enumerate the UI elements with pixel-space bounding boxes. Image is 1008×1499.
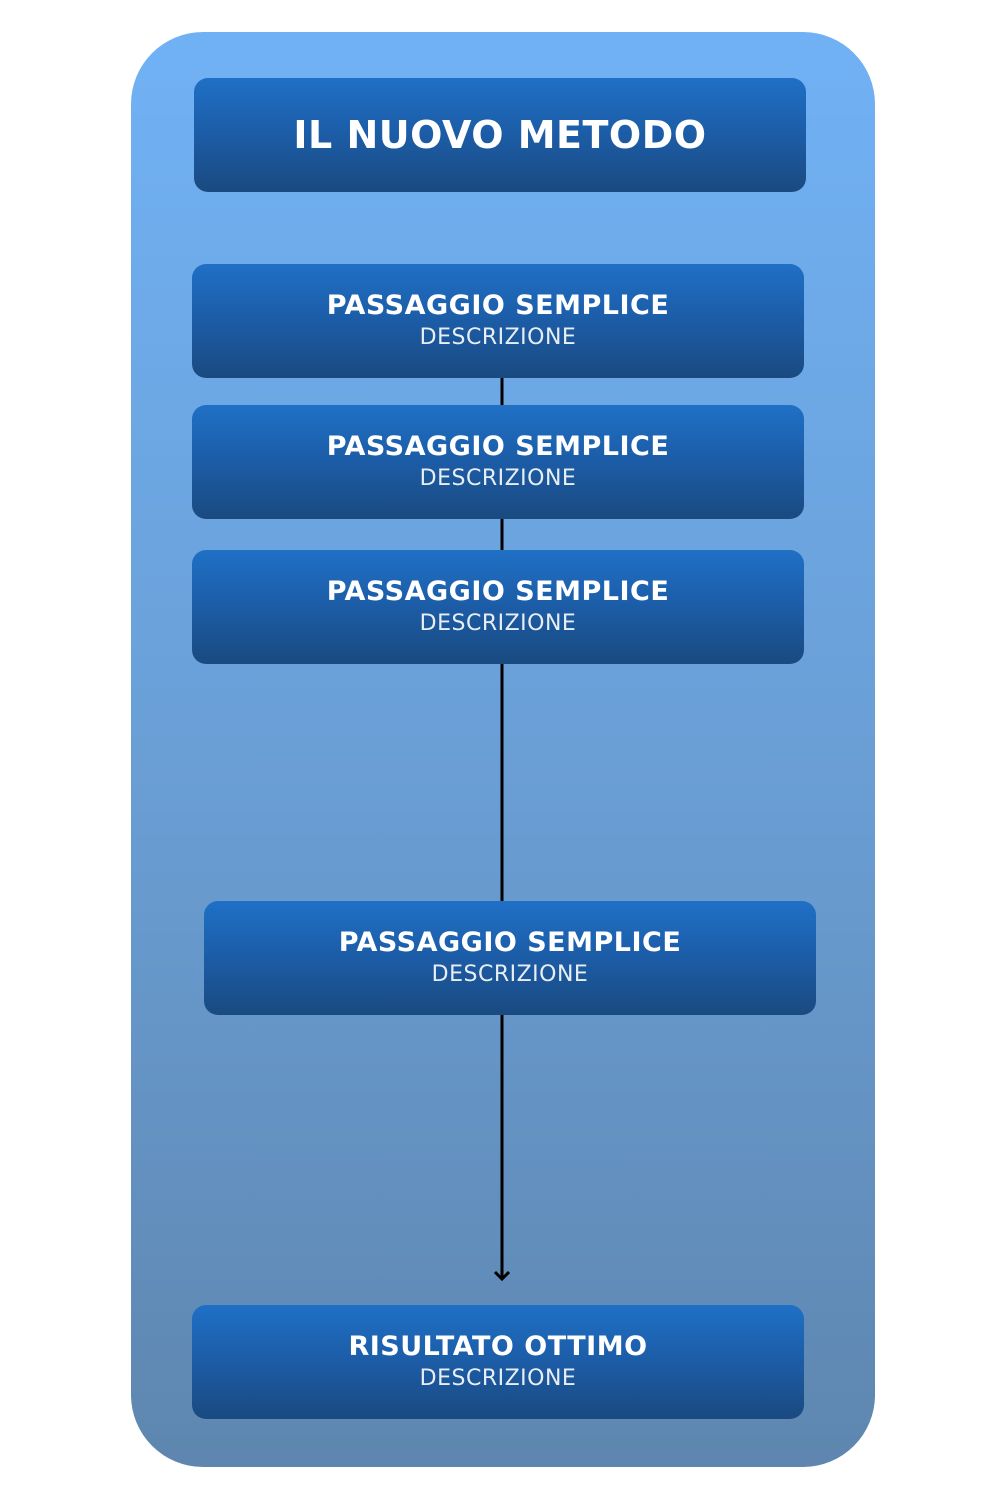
title-box: IL NUOVO METODO [194, 78, 806, 192]
step-description: DESCRIZIONE [419, 611, 577, 636]
diagram-title: IL NUOVO METODO [293, 113, 707, 157]
step-title: PASSAGGIO SEMPLICE [326, 290, 670, 321]
step-title: PASSAGGIO SEMPLICE [326, 431, 670, 462]
result-description: DESCRIZIONE [419, 1366, 577, 1391]
step-description: DESCRIZIONE [431, 962, 589, 987]
step-box-2: PASSAGGIO SEMPLICE DESCRIZIONE [192, 405, 804, 519]
step-description: DESCRIZIONE [419, 466, 577, 491]
result-box: RISULTATO OTTIMO DESCRIZIONE [192, 1305, 804, 1419]
step-box-1: PASSAGGIO SEMPLICE DESCRIZIONE [192, 264, 804, 378]
step-description: DESCRIZIONE [419, 325, 577, 350]
step-box-4: PASSAGGIO SEMPLICE DESCRIZIONE [204, 901, 816, 1015]
result-title: RISULTATO OTTIMO [348, 1331, 648, 1362]
step-box-3: PASSAGGIO SEMPLICE DESCRIZIONE [192, 550, 804, 664]
step-title: PASSAGGIO SEMPLICE [326, 576, 670, 607]
step-title: PASSAGGIO SEMPLICE [338, 927, 682, 958]
arrow-head-icon [493, 1270, 511, 1282]
